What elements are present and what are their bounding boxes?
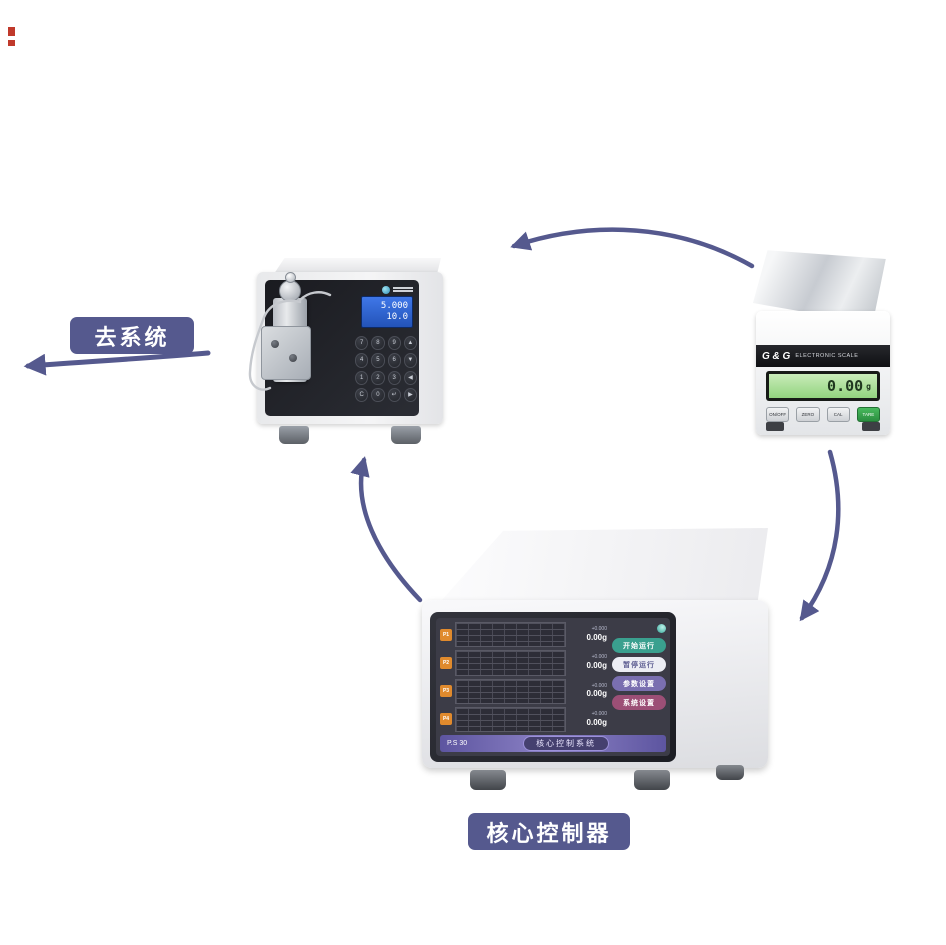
controller-foot <box>716 765 744 780</box>
scale-title: ELECTRONIC SCALE <box>795 353 859 359</box>
scale-key-tare: TARE <box>856 407 880 422</box>
arrow-scale-to-controller <box>799 449 841 622</box>
scale-lcd: 0.00 g <box>769 374 877 398</box>
arrow-scale-to-pump <box>510 227 755 269</box>
pump-foot <box>279 426 309 444</box>
channel-tag: P3 <box>440 685 452 698</box>
channel-tag: P2 <box>440 656 452 669</box>
channel-weight: 0.00g <box>586 632 607 642</box>
pump-key: 2 <box>371 370 385 385</box>
pump-brand-icon <box>382 286 390 294</box>
pump-key: 4 <box>355 353 369 368</box>
pump-key: ◀ <box>403 370 417 385</box>
pump-foot <box>391 426 421 444</box>
pump-key: 6 <box>387 353 401 368</box>
controller-button-column: 开始运行 暂停运行 参数设置 系统设置 <box>612 622 666 732</box>
scale-lcd-value: 0.00 <box>827 377 864 395</box>
channel-flow: +0.000 <box>591 654 607 661</box>
core-controller-label: 核心控制器 <box>468 813 630 850</box>
pump-valve-nut <box>285 272 296 283</box>
pump-key: ↵ <box>387 387 401 402</box>
controller-brand-logo <box>612 623 666 634</box>
pump-key: 3 <box>387 370 401 385</box>
channel-row: P2 +0.000 0.00g <box>440 650 607 676</box>
pump-key: ▲ <box>403 336 417 351</box>
channel-values: +0.000 0.00g <box>569 710 607 727</box>
controller-foot <box>634 770 670 790</box>
scale-key-cal: CAL <box>826 407 850 422</box>
scale-lcd-frame: 0.00 g <box>766 371 880 401</box>
pump-head-block <box>261 326 311 380</box>
core-controller-device: P1 +0.000 0.00g P2 +0.000 <box>418 528 770 796</box>
syringe-pump-device: 5.000 10.0 7 8 9 ▲ 4 5 6 ▼ 1 2 3 ◀ C 0 ↵… <box>255 258 445 444</box>
pump-key: 1 <box>355 370 369 385</box>
channel-tag: P4 <box>440 713 452 726</box>
channel-weight: 0.00g <box>586 717 607 727</box>
scale-foot <box>862 422 880 431</box>
pause-run-button: 暂停运行 <box>612 657 666 672</box>
pump-key: 5 <box>371 353 385 368</box>
controller-bottom-bar: P.S 30 核心控制系统 <box>440 735 666 752</box>
pump-key: 8 <box>371 336 385 351</box>
pump-key: ▼ <box>403 353 417 368</box>
pump-lcd-line2: 10.0 <box>386 312 408 322</box>
controller-channel-list: P1 +0.000 0.00g P2 +0.000 <box>440 622 607 732</box>
channel-chart <box>455 622 566 648</box>
pump-keypad: 7 8 9 ▲ 4 5 6 ▼ 1 2 3 ◀ C 0 ↵ ▶ <box>355 336 417 402</box>
electronic-scale-device: G & G ELECTRONIC SCALE 0.00 g ON/OFF ZER… <box>750 247 896 447</box>
scale-key-onoff: ON/OFF <box>766 407 790 422</box>
system-settings-button: 系统设置 <box>612 695 666 710</box>
channel-values: +0.000 0.00g <box>569 654 607 671</box>
scale-brand-band: G & G ELECTRONIC SCALE <box>756 345 890 367</box>
channel-flow: +0.000 <box>591 710 607 717</box>
start-run-button: 开始运行 <box>612 638 666 653</box>
pump-lcd-screen: 5.000 10.0 <box>361 296 413 328</box>
scale-key-zero: ZERO <box>796 407 820 422</box>
channel-flow: +0.000 <box>591 626 607 633</box>
pump-key: 0 <box>371 387 385 402</box>
pump-lcd-line1: 5.000 <box>380 300 408 311</box>
channel-flow: +0.000 <box>591 682 607 689</box>
pump-key: 9 <box>387 336 401 351</box>
channel-chart <box>455 678 566 704</box>
channel-row: P3 +0.000 0.00g <box>440 678 607 704</box>
scale-body: G & G ELECTRONIC SCALE 0.00 g ON/OFF ZER… <box>756 311 890 435</box>
parameter-settings-button: 参数设置 <box>612 676 666 691</box>
scale-keypad: ON/OFF ZERO CAL TARE <box>766 407 880 422</box>
channel-row: P1 +0.000 0.00g <box>440 622 607 648</box>
pump-valve-cap <box>279 280 301 302</box>
channel-values: +0.000 0.00g <box>569 682 607 699</box>
controller-touchscreen: P1 +0.000 0.00g P2 +0.000 <box>436 618 670 756</box>
pump-key: C <box>355 387 369 402</box>
controller-screen-bezel: P1 +0.000 0.00g P2 +0.000 <box>430 612 676 762</box>
scale-foot <box>766 422 784 431</box>
scale-lcd-unit: g <box>866 381 871 391</box>
channel-tag: P1 <box>440 628 452 641</box>
pump-brand-logo <box>382 286 413 294</box>
pump-fitting <box>271 340 279 348</box>
pump-fitting <box>289 354 297 362</box>
controller-brand-icon <box>657 624 666 633</box>
to-system-label: 去系统 <box>70 317 194 354</box>
corner-mark <box>8 40 15 46</box>
pump-key: 7 <box>355 336 369 351</box>
channel-weight: 0.00g <box>586 689 607 699</box>
controller-screen-main: P1 +0.000 0.00g P2 +0.000 <box>440 622 666 732</box>
controller-system-label: 核心控制系统 <box>523 736 610 751</box>
channel-weight: 0.00g <box>586 661 607 671</box>
channel-row: P4 +0.000 0.00g <box>440 706 607 732</box>
arrow-controller-to-pump <box>350 456 423 603</box>
pump-brand-text <box>393 287 413 293</box>
corner-mark <box>8 27 15 36</box>
arrow-pump-to-system <box>23 350 211 376</box>
controller-foot <box>470 770 506 790</box>
channel-chart <box>455 706 566 732</box>
controller-model: P.S 30 <box>447 740 468 747</box>
channel-values: +0.000 0.00g <box>569 626 607 642</box>
scale-brand: G & G <box>762 350 791 362</box>
channel-chart <box>455 650 566 676</box>
pump-key: ▶ <box>403 387 417 402</box>
